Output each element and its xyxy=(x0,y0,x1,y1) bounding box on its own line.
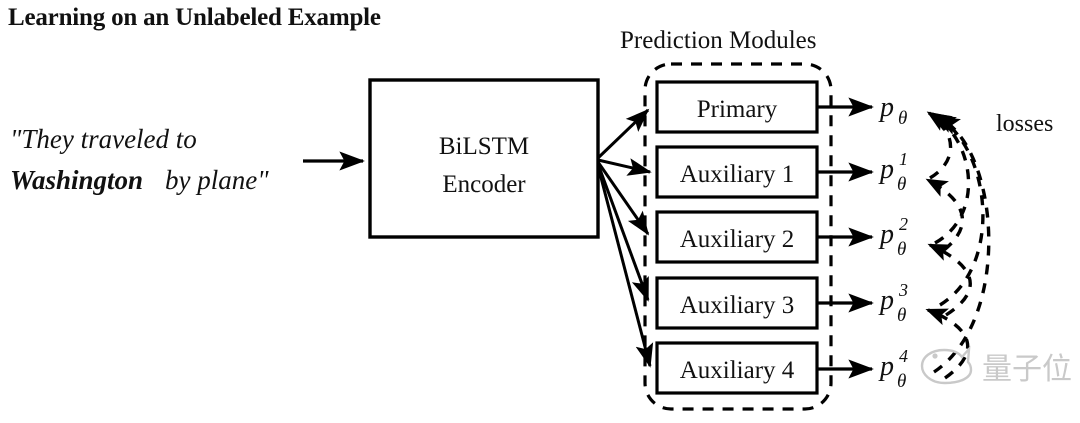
output-symbol-auxiliary-2: p xyxy=(878,219,894,250)
fanout-arrow-primary xyxy=(596,108,650,160)
output-symbol-auxiliary-4: p xyxy=(878,351,894,382)
module-label-auxiliary-1: Auxiliary 1 xyxy=(680,161,795,188)
output-superscript-auxiliary-3: 3 xyxy=(898,280,908,300)
output-superscript-auxiliary-1: 1 xyxy=(899,149,908,169)
module-row-auxiliary-3[interactable]: Auxiliary 3 p 3 θ xyxy=(655,276,908,330)
loss-curve-aux3-to-aux2 xyxy=(927,243,972,317)
encoder-label-line1: BiLSTM xyxy=(439,133,529,160)
input-sentence-line2-rest: by plane" xyxy=(165,165,269,195)
watermark-text: 量子位 xyxy=(982,352,1072,387)
output-symbol-auxiliary-3: p xyxy=(878,285,894,316)
input-sentence-washington: Washington xyxy=(10,165,143,195)
encoder-label-line2: Encoder xyxy=(442,171,526,198)
loss-curve-aux4-to-aux3 xyxy=(925,308,970,380)
losses-label: losses xyxy=(996,111,1053,137)
output-symbol-auxiliary-1: p xyxy=(878,154,894,185)
prediction-modules-label: Prediction Modules xyxy=(620,27,817,54)
output-subscript-primary: θ xyxy=(898,108,907,129)
loss-curve-aux2-to-aux1 xyxy=(925,178,964,252)
module-box-auxiliary-1[interactable] xyxy=(655,145,819,199)
module-box-auxiliary-4[interactable] xyxy=(655,341,819,395)
module-label-auxiliary-4: Auxiliary 4 xyxy=(680,357,795,384)
module-label-auxiliary-3: Auxiliary 3 xyxy=(680,292,795,319)
fanout-arrow-auxiliary-2 xyxy=(596,161,650,236)
module-row-auxiliary-1[interactable]: Auxiliary 1 p 1 θ xyxy=(655,145,908,199)
module-box-primary[interactable] xyxy=(655,80,819,134)
module-row-auxiliary-4[interactable]: Auxiliary 4 p 4 θ xyxy=(655,341,908,395)
module-box-auxiliary-3[interactable] xyxy=(655,276,819,330)
fanout-arrow-auxiliary-1 xyxy=(597,158,652,176)
output-superscript-auxiliary-2: 2 xyxy=(899,214,908,234)
output-symbol-primary: p xyxy=(878,92,894,123)
module-label-auxiliary-2: Auxiliary 2 xyxy=(680,226,795,253)
watermark-logo-dot xyxy=(932,353,938,359)
output-subscript-auxiliary-4: θ xyxy=(897,371,906,392)
loss-curve-aux1-to-primary xyxy=(926,111,953,180)
bilstm-encoder-box[interactable] xyxy=(368,78,600,239)
module-row-auxiliary-2[interactable]: Auxiliary 2 p 2 θ xyxy=(655,210,908,264)
fanout-arrow-auxiliary-3 xyxy=(596,163,650,302)
output-subscript-auxiliary-3: θ xyxy=(897,305,906,326)
module-row-primary[interactable]: Primary p θ xyxy=(655,80,907,134)
loss-curve-aux4-to-primary xyxy=(933,116,991,374)
module-label-primary: Primary xyxy=(697,96,778,123)
output-subscript-auxiliary-1: θ xyxy=(897,174,906,195)
input-sentence-line1: "They traveled to xyxy=(10,124,197,154)
figure-title: Learning on an Unlabeled Example xyxy=(8,4,381,31)
loss-curve-aux2-to-primary xyxy=(929,112,971,245)
fanout-arrow-auxiliary-4 xyxy=(596,165,654,368)
watermark: 量子位 xyxy=(920,345,1072,387)
watermark-logo-icon xyxy=(920,345,973,385)
output-superscript-auxiliary-4: 4 xyxy=(899,346,908,366)
output-subscript-auxiliary-2: θ xyxy=(897,239,906,260)
